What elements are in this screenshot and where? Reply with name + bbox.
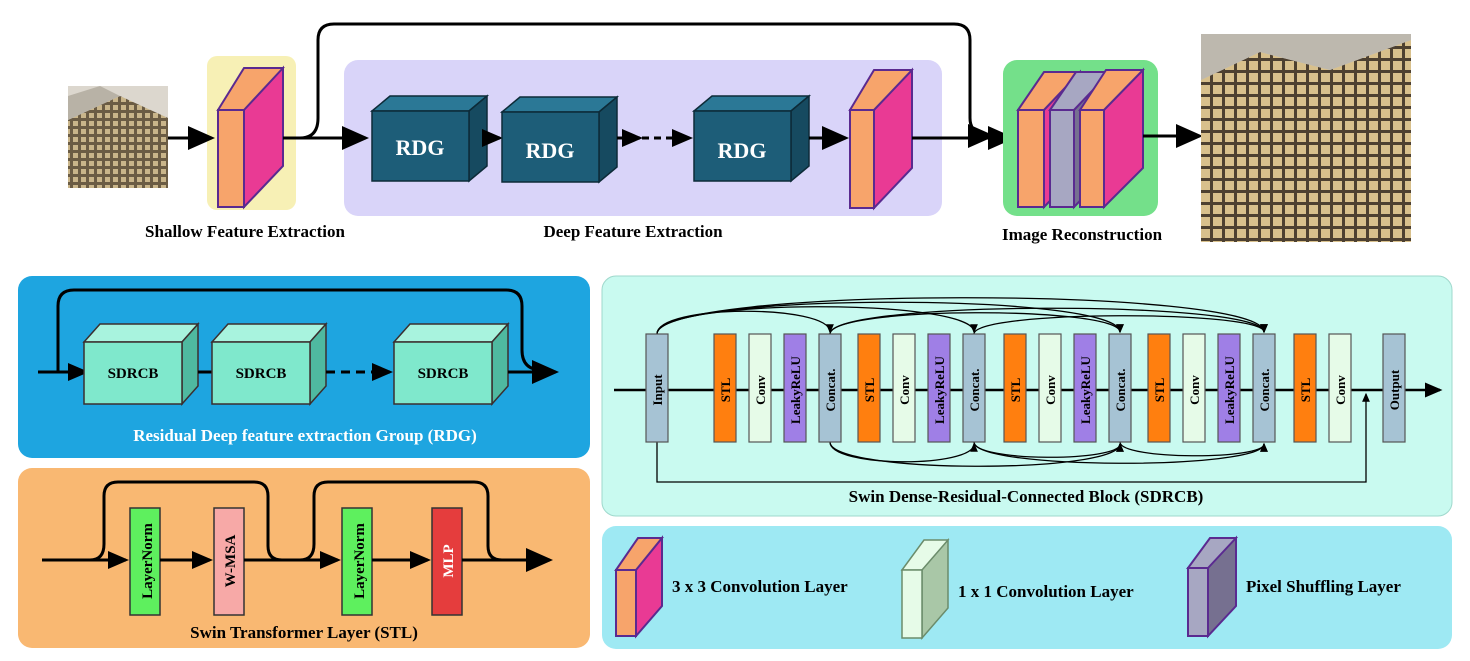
sdrcb-conv-tail: Conv [1328, 333, 1352, 443]
rdg-block-1: RDG [369, 94, 490, 183]
sdrcb-leakyrelu-2: LeakyReLU [927, 333, 951, 443]
sdrcb-leakyrelu-1-label: LeakyReLU [788, 355, 803, 424]
sdrcb-output-label: Output [1387, 369, 1402, 410]
deep-conv3-layer [848, 67, 914, 211]
sdrcb-stl-3: STL [1003, 333, 1027, 443]
rdg-block-2: RDG [499, 95, 620, 184]
recon-conv3-layer-2 [1078, 67, 1145, 210]
sdrcb-dense-arc [829, 441, 1124, 467]
legend-pixel-shuffle-icon [1186, 535, 1238, 639]
sdrcb-input: Input [645, 333, 669, 443]
stl-panel-title: Swin Transformer Layer (STL) [190, 623, 418, 642]
sdrcb-concat-2-label: Concat. [967, 369, 982, 412]
input-image [68, 86, 168, 188]
sdrcb-concat-2: Concat. [962, 333, 986, 443]
shallow-feature-label: Shallow Feature Extraction [145, 222, 345, 241]
legend-panel [602, 526, 1452, 649]
sdrcb-label: SDRCB [418, 366, 469, 382]
sdrcb-leakyrelu-4: LeakyReLU [1217, 333, 1241, 443]
sdrcb-label: SDRCB [108, 366, 159, 382]
rdg-skip-connection [56, 288, 543, 372]
sdrcb-conv-4-label: Conv [1187, 375, 1202, 405]
sdrcb-label: SDRCB [236, 366, 287, 382]
sdrcb-stl-tail-label: STL [1298, 377, 1313, 402]
sdrcb-dense-arc [829, 307, 1268, 335]
sdrcb-concat-3-label: Concat. [1113, 369, 1128, 412]
sdrcb-leakyrelu-3: LeakyReLU [1073, 333, 1097, 443]
sdrcb-input-label: Input [650, 374, 665, 406]
sdrcb-concat-4-label: Concat. [1257, 369, 1272, 412]
sdrcb-block-2: SDRCB [210, 322, 328, 406]
layernorm-label: LayerNorm [352, 523, 368, 599]
legend-conv1-icon [900, 537, 950, 641]
sdrcb-concat-4: Concat. [1252, 333, 1276, 443]
sdrcb-leakyrelu-1: LeakyReLU [783, 333, 807, 443]
stl-layernorm-1: LayerNorm [129, 507, 161, 616]
mlp-label: MLP [441, 544, 457, 577]
sdrcb-stl-4: STL [1147, 333, 1171, 443]
sdrcb-block-1: SDRCB [82, 322, 200, 406]
legend-conv3-label: 3 x 3 Convolution Layer [672, 577, 848, 596]
shallow-conv3-layer [216, 65, 285, 210]
sdrcb-leakyrelu-4-label: LeakyReLU [1222, 355, 1237, 424]
sdrcb-conv-1: Conv [748, 333, 772, 443]
sdrcb-dense-arc [656, 310, 834, 335]
sdrcb-leakyrelu-2-label: LeakyReLU [932, 355, 947, 424]
sdrcb-stl-2-label: STL [862, 377, 877, 402]
sdrcb-residual-line [656, 392, 1370, 483]
sdrcb-concat-1: Concat. [818, 333, 842, 443]
legend-pixel-shuffle-label: Pixel Shuffling Layer [1246, 577, 1401, 596]
sdrcb-conv-1-label: Conv [753, 375, 768, 405]
rdg-label: RDG [526, 138, 575, 163]
sdrcb-concat-1-label: Concat. [823, 369, 838, 412]
sdrcb-leakyrelu-3-label: LeakyReLU [1078, 355, 1093, 424]
stl-skip-connection-2 [299, 480, 503, 562]
sdrcb-conv-2-label: Conv [897, 375, 912, 405]
rdg-label: RDG [718, 138, 767, 163]
rdg-block-3: RDG [691, 94, 812, 183]
sdrcb-dense-arc [973, 441, 1268, 464]
sdrcb-dense-arc [1119, 441, 1268, 457]
sdrcb-output: Output [1382, 333, 1406, 443]
deep-feature-label: Deep Feature Extraction [543, 222, 723, 241]
sdrcb-panel-title: Swin Dense-Residual-Connected Block (SDR… [849, 487, 1204, 506]
output-image [1201, 34, 1411, 242]
stl-wmsa: W-MSA [213, 507, 245, 616]
wmsa-label: W-MSA [223, 534, 239, 587]
rdg-panel-title: Residual Deep feature extraction Group (… [133, 426, 477, 445]
legend-conv1-label: 1 x 1 Convolution Layer [958, 582, 1134, 601]
sdrcb-stl-tail: STL [1293, 333, 1317, 443]
sdrcb-stl-1: STL [713, 333, 737, 443]
legend-conv3-icon [614, 535, 664, 639]
sdrcb-block-3: SDRCB [392, 322, 510, 406]
sdrcb-stl-4-label: STL [1152, 377, 1167, 402]
sdrcb-stl-1-label: STL [718, 377, 733, 402]
sdrcb-conv-2: Conv [892, 333, 916, 443]
sdrcb-conv-3: Conv [1038, 333, 1062, 443]
stl-skip-connection-1 [89, 480, 283, 562]
image-reconstruction-label: Image Reconstruction [1002, 225, 1163, 244]
sdrcb-conv-3-label: Conv [1043, 375, 1058, 405]
layernorm-label: LayerNorm [140, 523, 156, 599]
sdrcb-dense-arc [973, 315, 1268, 335]
rdg-label: RDG [396, 135, 445, 160]
sdrcb-stl-3-label: STL [1008, 377, 1023, 402]
sdrcb-dense-arc [656, 297, 1268, 335]
stl-layernorm-2: LayerNorm [341, 507, 373, 616]
long-skip-connection [299, 22, 995, 148]
stl-mlp: MLP [431, 507, 463, 616]
sdrcb-stl-2: STL [857, 333, 881, 443]
sdrcb-concat-3: Concat. [1108, 333, 1132, 443]
sdrcb-conv-4: Conv [1182, 333, 1206, 443]
sdrcb-conv-tail-label: Conv [1333, 375, 1348, 405]
